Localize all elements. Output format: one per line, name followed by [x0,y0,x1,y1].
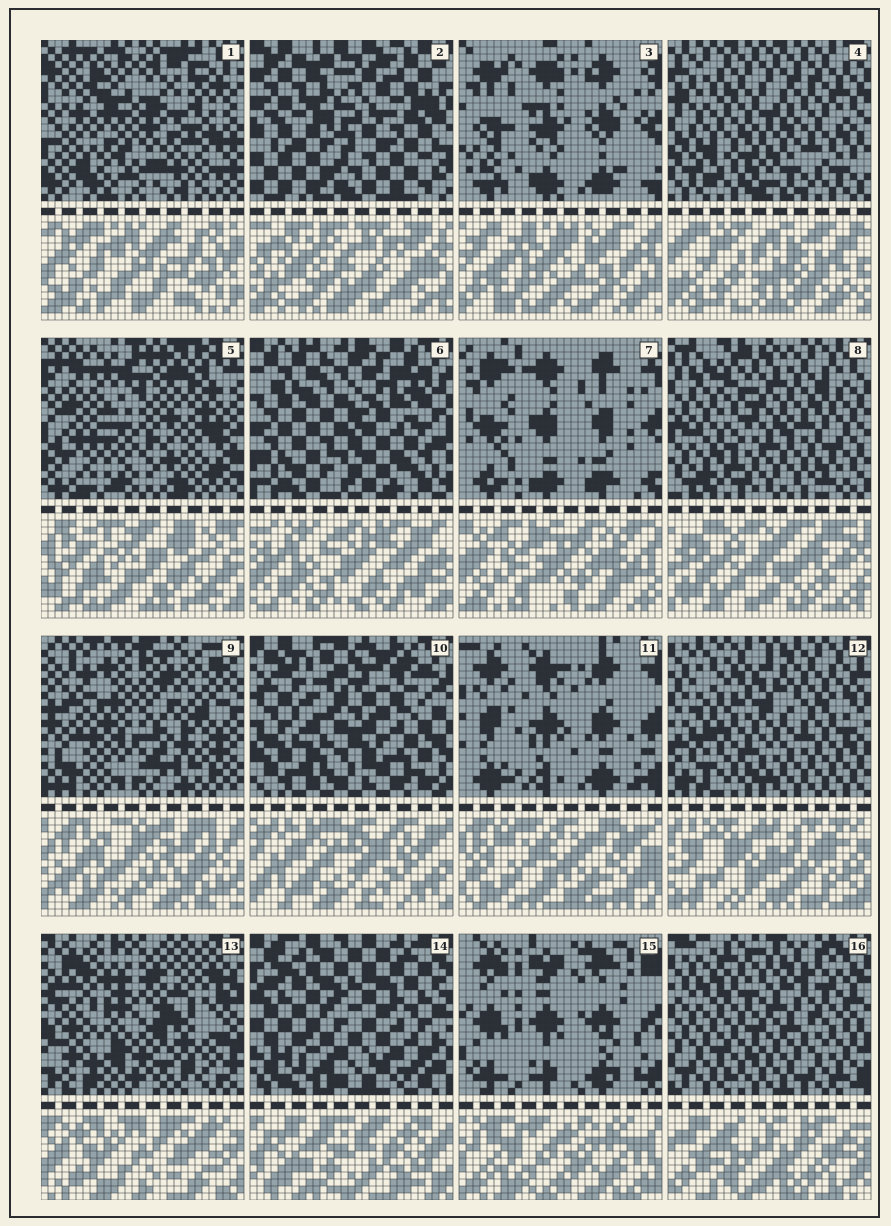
panel-number: 5 [227,344,235,357]
panel-number: 12 [850,642,865,655]
pattern-panel: 11 [459,636,662,922]
panel-number: 14 [432,940,448,953]
pattern-panel: 3 [459,40,662,326]
panel-number: 6 [436,344,444,357]
pattern-panel: 14 [250,934,453,1200]
panel-number: 7 [645,344,653,357]
panel-number: 1 [227,46,235,59]
pattern-panel: 5 [41,338,244,624]
pattern-panel: 9 [41,636,244,922]
pattern-panel: 4 [668,40,871,326]
panel-number: 2 [436,46,444,59]
panel-number: 10 [432,642,448,655]
panel-number: 9 [227,642,235,655]
pattern-panel: 13 [41,934,244,1200]
pattern-panel: 1 [41,40,244,326]
panel-number: 13 [223,940,238,953]
panel-number: 4 [854,46,862,59]
pattern-panel: 16 [668,934,871,1200]
pattern-panel: 10 [250,636,453,922]
pattern-panel: 12 [668,636,871,922]
panel-number: 3 [645,46,653,59]
panel-number: 15 [641,940,656,953]
pattern-panel: 6 [250,338,453,624]
pattern-panel: 2 [250,40,453,326]
pattern-panel: 15 [459,934,662,1200]
panel-number: 16 [850,940,866,953]
pattern-panel: 7 [459,338,662,624]
panel-number: 8 [854,344,862,357]
pattern-panel: 8 [668,338,871,624]
panel-number: 11 [641,642,656,655]
